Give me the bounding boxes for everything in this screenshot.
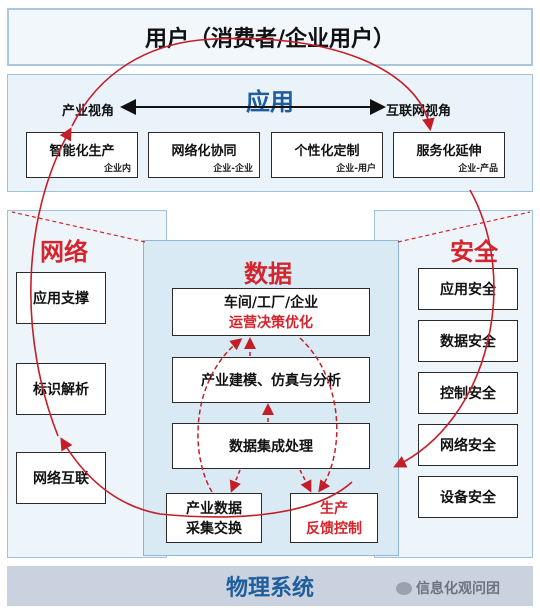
- app-box-service-extension: 服务化延伸 企业-产品: [393, 132, 505, 178]
- physical-system-label: 物理系统: [225, 576, 314, 601]
- security-item-device: 设备安全: [418, 476, 518, 518]
- data-collect-line2: 采集交换: [186, 521, 242, 537]
- data-title: 数据: [244, 260, 292, 288]
- app-box-network-collaboration: 网络化协同 企业-企业: [148, 132, 260, 178]
- security-item-control: 控制安全: [418, 372, 518, 414]
- physical-system-bar: 物理系统: [7, 566, 533, 606]
- app-box-personalized-customization: 个性化定制 企业-用户: [271, 132, 383, 178]
- security-title: 安全: [450, 238, 498, 266]
- network-item-identifier-resolution: 标识解析: [16, 363, 106, 415]
- watermark: 信息化观问团: [396, 578, 500, 598]
- data-ops-decision-line1: 车间/工厂/企业: [223, 295, 319, 311]
- app-box-smart-production: 智能化生产 企业内: [26, 132, 138, 178]
- data-modeling-box: 产业建模、仿真与分析: [172, 357, 370, 403]
- user-bar-label: 用户（消费者/企业用户）: [144, 27, 396, 52]
- security-item-application: 应用安全: [418, 268, 518, 310]
- industry-view-label: 产业视角: [62, 104, 115, 119]
- watermark-text: 信息化观问团: [416, 581, 500, 597]
- security-item-data: 数据安全: [418, 320, 518, 362]
- data-collect-box: 产业数据 采集交换: [166, 493, 262, 543]
- network-item-interconnection: 网络互联: [16, 452, 106, 504]
- network-item-app-support: 应用支撑: [16, 272, 106, 324]
- application-title: 应用: [246, 88, 294, 116]
- data-collect-line1: 产业数据: [186, 501, 242, 517]
- network-title: 网络: [40, 238, 88, 266]
- data-control-line1: 生产: [320, 501, 348, 517]
- security-item-network: 网络安全: [418, 424, 518, 466]
- user-bar: 用户（消费者/企业用户）: [7, 8, 533, 66]
- data-integration-box: 数据集成处理: [172, 423, 370, 469]
- data-ops-decision-box: 车间/工厂/企业 运营决策优化: [172, 288, 370, 336]
- data-ops-decision-line2: 运营决策优化: [229, 315, 313, 331]
- wechat-icon: [396, 581, 412, 595]
- data-control-box: 生产 反馈控制: [290, 493, 378, 543]
- data-control-line2: 反馈控制: [306, 521, 362, 537]
- internet-view-label: 互联网视角: [386, 104, 452, 119]
